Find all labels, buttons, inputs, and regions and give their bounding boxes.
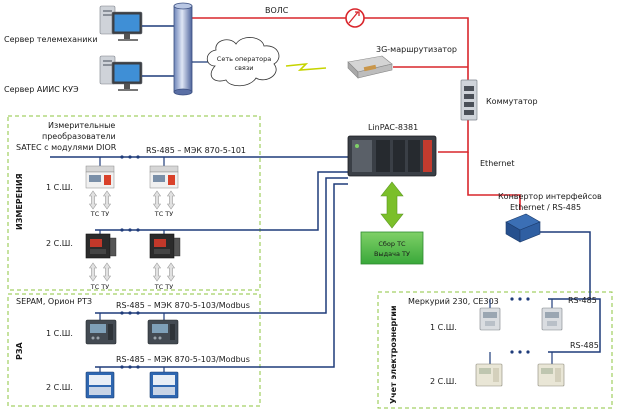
optical-converter-icon [345, 8, 365, 28]
linpac-controller-icon [347, 135, 437, 177]
tc-tu-arrow-2b [167, 190, 175, 210]
router-3g-label: 3G-маршрутизатор [376, 45, 457, 54]
tc-tu-label-4: ТС ТУ [154, 283, 174, 291]
switch-label: Коммутатор [486, 97, 538, 106]
collect-label-2: Выдача ТУ [374, 250, 410, 258]
sepam-device-2 [147, 319, 179, 345]
tc-tu-arrow-1b [103, 190, 111, 210]
router-3g-icon [347, 55, 393, 79]
orion-device-1 [85, 371, 115, 399]
measure-region [7, 115, 261, 291]
tc-tu-arrow-4b [167, 262, 175, 282]
measure-row2-label: 2 С.Ш. [46, 239, 73, 248]
sepam-device-1 [85, 319, 117, 345]
collect-label-1: Сбор ТС [378, 240, 406, 248]
measure-row1-label: 1 С.Ш. [46, 183, 73, 192]
converter-label-1: Конвертор интерфейсов [498, 192, 602, 201]
satec-device-2 [149, 165, 179, 189]
rza-bus2-label: RS-485 – МЭК 870-5-103/Modbus [116, 355, 250, 364]
orion-device-2 [149, 371, 179, 399]
ellipsis-dots [120, 155, 530, 369]
energy-desc: Меркурий 230, СЕ303 [408, 297, 499, 306]
tc-tu-arrow-1a [89, 190, 97, 210]
cloud-label-1: Сеть оператора [217, 55, 271, 63]
rza-region [7, 293, 261, 407]
energy-row2-label: 2 С.Ш. [430, 377, 457, 386]
satec-device-1 [85, 165, 115, 189]
cloud-label-2: связи [235, 64, 254, 72]
rza-bus1-label: RS-485 – МЭК 870-5-103/Modbus [116, 301, 250, 310]
measure-vertical-label: ИЗМЕРЕНИЯ [15, 173, 24, 230]
collect-arrow-icon [380, 181, 404, 229]
satec-device-3 [85, 233, 117, 259]
tc-tu-label-1: ТС ТУ [90, 210, 110, 218]
backbone-tube [173, 2, 193, 96]
energy-rs1-label: RS-485 [568, 296, 597, 305]
converter-label-2: Ethernet / RS-485 [510, 203, 581, 212]
mercury-meter-2 [541, 307, 563, 331]
blue-links [50, 156, 601, 368]
wireless-link [285, 62, 327, 71]
switch-icon [460, 79, 478, 121]
server-telemech-icon [99, 5, 143, 42]
cloud-icon [206, 37, 280, 87]
energy-row1-label: 1 С.Ш. [430, 323, 457, 332]
rza-desc: SEPAM, Орион РТЗ [16, 297, 92, 306]
ce303-meter-2 [537, 363, 565, 387]
tc-tu-label-2: ТС ТУ [154, 210, 174, 218]
linpac-label: LinPAC-8381 [368, 123, 418, 132]
measure-desc-2: преобразователи [42, 132, 116, 141]
tc-tu-arrow-3a [89, 262, 97, 282]
satec-device-4 [149, 233, 181, 259]
measure-bus-label: RS-485 – МЭК 870-5-101 [146, 146, 246, 155]
vols-label: ВОЛС [265, 6, 289, 15]
tc-tu-label-3: ТС ТУ [90, 283, 110, 291]
server-aiis-icon [99, 55, 143, 92]
ethernet-label: Ethernet [480, 159, 514, 168]
converter-icon [505, 213, 541, 243]
collect-box [360, 231, 424, 265]
server-telemech-label: Сервер телемеханики [4, 35, 98, 44]
energy-vertical-label: Учет электроэнергии [389, 305, 398, 404]
rza-row1-label: 1 С.Ш. [46, 329, 73, 338]
rza-row2-label: 2 С.Ш. [46, 383, 73, 392]
measure-desc-3: SATEC с модулями DIOR [16, 143, 117, 152]
mercury-meter-1 [479, 307, 501, 331]
energy-rs2-label: RS-485 [570, 341, 599, 350]
rza-vertical-label: РЗА [15, 341, 24, 360]
tc-tu-arrow-4a [153, 262, 161, 282]
server-aiis-label: Сервер АИИС КУЭ [4, 85, 79, 94]
red-links [191, 17, 521, 210]
tc-tu-arrow-3b [103, 262, 111, 282]
ce303-meter-1 [475, 363, 503, 387]
tc-tu-arrow-2a [153, 190, 161, 210]
measure-desc-1: Измерительные [48, 121, 115, 130]
